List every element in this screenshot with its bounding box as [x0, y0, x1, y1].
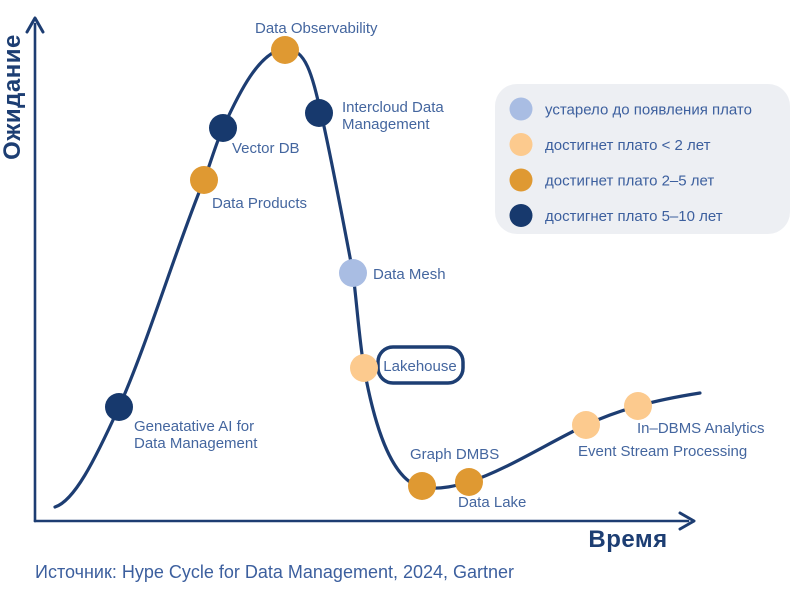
- data-observability-label: Data Observability: [255, 20, 378, 37]
- legend: устарело до появления плато достигнет пла…: [495, 84, 790, 234]
- legend-label: достигнет плато < 2 лет: [545, 137, 711, 154]
- point-data-mesh: Data Mesh: [339, 259, 446, 287]
- legend-label: достигнет плато 2–5 лет: [545, 173, 714, 190]
- data-products-dot: [190, 166, 218, 194]
- data-lake-label: Data Lake: [458, 494, 526, 511]
- point-lakehouse: Lakehouse: [350, 345, 465, 385]
- legend-dot-light_orange: [509, 133, 533, 156]
- point-vector-db: Vector DB: [209, 114, 300, 157]
- data-observability-dot: [271, 36, 299, 64]
- graph-dmbs-label: Graph DMBS: [410, 446, 499, 463]
- event-stream-processing-label: Event Stream Processing: [578, 443, 747, 460]
- y-axis-label: Ожидание: [0, 34, 26, 160]
- point-data-observability: Data Observability: [255, 20, 378, 64]
- legend-dot-navy: [509, 204, 533, 227]
- vector-db-dot: [209, 114, 237, 142]
- intercloud-data-management-dot: [305, 99, 333, 127]
- legend-item: достигнет плато 2–5 лет: [509, 168, 714, 192]
- point-data-products: Data Products: [190, 166, 307, 212]
- source-note: Источник: Hype Cycle for Data Management…: [35, 562, 514, 582]
- point-graph-dmbs: Graph DMBS: [408, 446, 499, 500]
- legend-item: устарело до появления плато: [509, 97, 752, 121]
- graph-dmbs-dot: [408, 472, 436, 500]
- y-axis-arrow-icon: [25, 16, 45, 34]
- data-mesh-dot: [339, 259, 367, 287]
- x-axis-label: Время: [588, 526, 667, 553]
- lakehouse-label-box: [376, 345, 465, 385]
- data-mesh-label: Data Mesh: [373, 266, 446, 283]
- y-axis: [25, 16, 45, 523]
- legend-label: достигнет плато 5–10 лет: [545, 208, 723, 225]
- legend-label: устарело до появления плато: [545, 102, 752, 119]
- x-axis: [33, 511, 696, 531]
- data-lake-dot: [455, 468, 483, 496]
- point-in-dbms-analytics: In–DBMS Analytics: [624, 392, 765, 437]
- in-dbms-analytics-dot: [624, 392, 652, 420]
- event-stream-processing-dot: [572, 411, 600, 439]
- x-axis-arrow-icon: [678, 511, 696, 531]
- lakehouse-label: Lakehouse: [383, 358, 456, 375]
- legend-dot-orange: [509, 168, 533, 192]
- in-dbms-analytics-label: In–DBMS Analytics: [637, 420, 765, 437]
- vector-db-label: Vector DB: [232, 140, 300, 157]
- legend-item: достигнет плато 5–10 лет: [509, 204, 723, 227]
- legend-items: устарело до появления плато достигнет пла…: [509, 97, 752, 227]
- data-products-label: Data Products: [212, 195, 307, 212]
- generative-ai-dot: [105, 393, 133, 421]
- legend-dot-periwinkle: [509, 97, 533, 121]
- point-data-lake: Data Lake: [455, 468, 526, 511]
- legend-item: достигнет плато < 2 лет: [509, 133, 711, 156]
- lakehouse-dot: [350, 354, 378, 382]
- hype-curve: [53, 47, 702, 509]
- legend-background: [495, 84, 790, 234]
- point-event-stream-processing: Event Stream Processing: [572, 411, 747, 460]
